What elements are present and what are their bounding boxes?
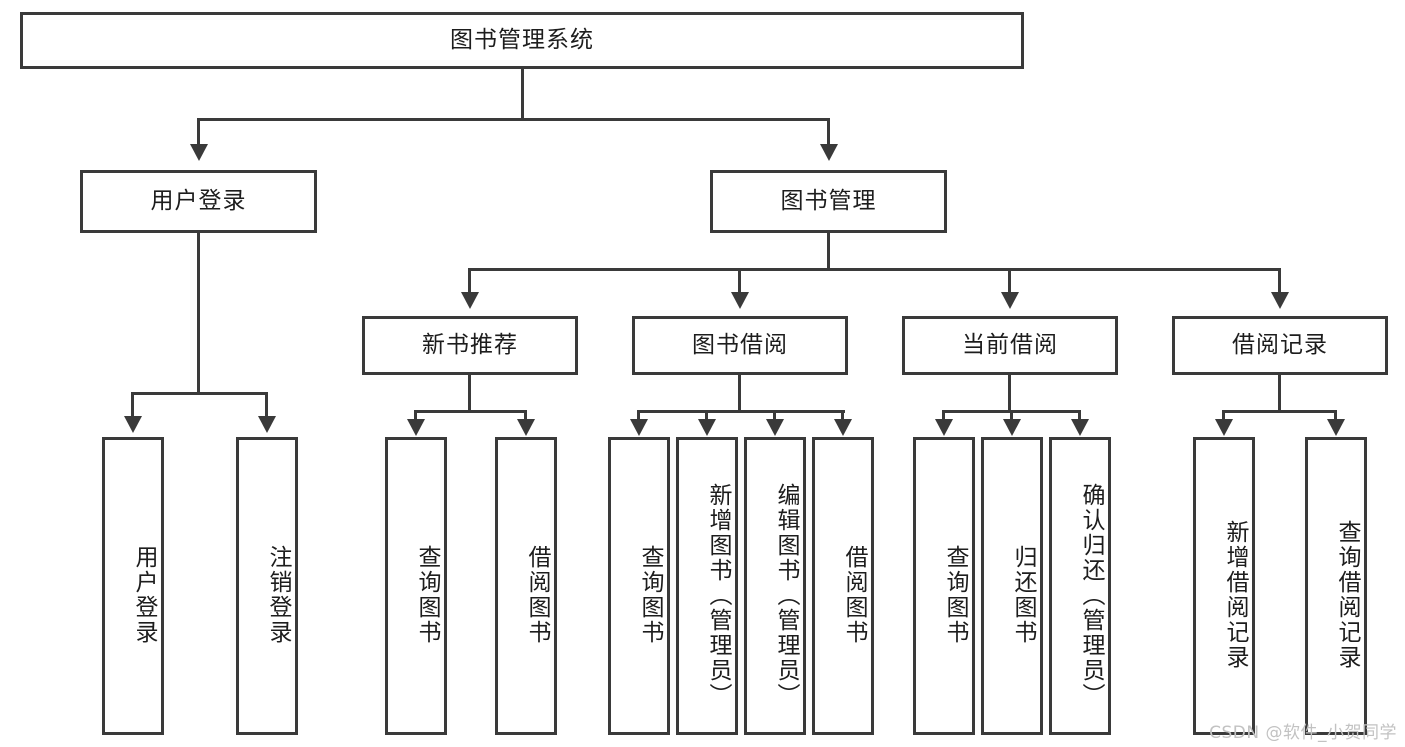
node-new-book-recommend[interactable]: 新书推荐 — [362, 316, 578, 375]
node-label: 图书管理 — [780, 187, 877, 214]
node-label: 借阅图书 — [524, 545, 550, 645]
node-label: 借阅记录 — [1232, 331, 1328, 358]
edge-user-login-to-leaf-1 — [131, 392, 134, 418]
node-label: 用户登录 — [150, 187, 247, 214]
node-label: 归还图书 — [1010, 545, 1036, 645]
arrow-new-book-to-leaf-1 — [407, 419, 425, 436]
node-borrow-records[interactable]: 借阅记录 — [1172, 316, 1388, 375]
arrow-current-borrow-to-leaf-3 — [1071, 419, 1089, 436]
arrow-user-login-to-leaf-2 — [258, 416, 276, 433]
leaf-new-book-borrow-book[interactable]: 借阅图书 — [495, 437, 557, 735]
edge-borrow-records-bus — [1222, 410, 1337, 413]
edge-new-book-to-leaf-1 — [414, 410, 417, 426]
node-label: 查询图书 — [942, 545, 968, 645]
edge-current-borrow-stem — [1008, 375, 1011, 412]
leaf-new-book-query-book[interactable]: 查询图书 — [385, 437, 447, 735]
leaf-user-login-logout[interactable]: 注销登录 — [236, 437, 298, 735]
edge-book-mgmt-to-new-book — [468, 268, 471, 294]
node-label: 新增图书（管理员） — [705, 482, 731, 708]
arrow-book-borrow-to-leaf-4 — [834, 419, 852, 436]
node-label: 查询图书 — [414, 545, 440, 645]
arrow-root-to-book-mgmt — [820, 144, 838, 161]
node-label: 用户登录 — [131, 545, 157, 645]
edge-user-login-to-leaf-2 — [265, 392, 268, 418]
edge-book-mgmt-bus — [468, 268, 1280, 271]
arrow-user-login-to-leaf-1 — [124, 416, 142, 433]
edge-current-borrow-to-leaf-2 — [1010, 410, 1013, 426]
leaf-records-add-record[interactable]: 新增借阅记录 — [1193, 437, 1255, 735]
leaf-borrow-query-book[interactable]: 查询图书 — [608, 437, 670, 735]
node-book-borrow[interactable]: 图书借阅 — [632, 316, 848, 375]
node-label: 查询借阅记录 — [1334, 520, 1360, 670]
edge-borrow-records-to-leaf-2 — [1334, 410, 1337, 426]
edge-root-bus — [197, 118, 830, 121]
edge-current-borrow-to-leaf-3 — [1078, 410, 1081, 426]
arrow-book-borrow-to-leaf-3 — [766, 419, 784, 436]
leaf-current-query-book[interactable]: 查询图书 — [913, 437, 975, 735]
watermark-text: CSDN @软件_小贺同学 — [1209, 723, 1397, 743]
node-label: 新书推荐 — [422, 331, 518, 358]
node-root-system[interactable]: 图书管理系统 — [20, 12, 1024, 69]
edge-book-borrow-to-leaf-2 — [705, 410, 708, 426]
edge-root-to-book-mgmt — [827, 118, 830, 146]
node-label: 注销登录 — [265, 545, 291, 645]
leaf-borrow-borrow-book[interactable]: 借阅图书 — [812, 437, 874, 735]
edge-borrow-records-stem — [1278, 375, 1281, 412]
node-user-login[interactable]: 用户登录 — [80, 170, 317, 233]
node-label: 图书管理系统 — [450, 26, 594, 53]
arrow-new-book-to-leaf-2 — [517, 419, 535, 436]
arrow-book-mgmt-to-records — [1271, 292, 1289, 309]
edge-new-book-bus — [414, 410, 527, 413]
node-label: 编辑图书（管理员） — [773, 482, 799, 708]
arrow-book-borrow-to-leaf-2 — [698, 419, 716, 436]
arrow-book-mgmt-to-borrow — [731, 292, 749, 309]
edge-user-login-stem — [197, 233, 200, 394]
node-label: 确认归还（管理员） — [1078, 482, 1104, 708]
arrow-book-borrow-to-leaf-1 — [630, 419, 648, 436]
node-label: 新增借阅记录 — [1222, 520, 1248, 670]
edge-user-login-bus — [131, 392, 268, 395]
node-book-management[interactable]: 图书管理 — [710, 170, 947, 233]
edge-book-borrow-stem — [738, 375, 741, 412]
leaf-current-return-book[interactable]: 归还图书 — [981, 437, 1043, 735]
arrow-root-to-user-login — [190, 144, 208, 161]
edge-new-book-stem — [468, 375, 471, 412]
edge-book-borrow-to-leaf-3 — [773, 410, 776, 426]
edge-book-mgmt-to-current — [1008, 268, 1011, 294]
leaf-user-login-login[interactable]: 用户登录 — [102, 437, 164, 735]
leaf-current-confirm-return-admin[interactable]: 确认归还（管理员） — [1049, 437, 1111, 735]
leaf-borrow-edit-book-admin[interactable]: 编辑图书（管理员） — [744, 437, 806, 735]
node-label: 借阅图书 — [841, 545, 867, 645]
edge-root-to-user-login — [197, 118, 200, 146]
edge-current-borrow-to-leaf-1 — [942, 410, 945, 426]
arrow-book-mgmt-to-new-book — [461, 292, 479, 309]
edge-new-book-to-leaf-2 — [524, 410, 527, 426]
edge-book-borrow-bus — [637, 410, 845, 413]
arrow-borrow-records-to-leaf-2 — [1327, 419, 1345, 436]
edge-book-borrow-to-leaf-4 — [841, 410, 844, 426]
edge-book-mgmt-to-borrow — [738, 268, 741, 294]
edge-book-mgmt-stem — [827, 233, 830, 270]
edge-book-mgmt-to-records — [1278, 268, 1281, 294]
node-label: 图书借阅 — [692, 331, 788, 358]
node-label: 当前借阅 — [962, 331, 1058, 358]
arrow-book-mgmt-to-current — [1001, 292, 1019, 309]
edge-root-stem — [521, 69, 524, 120]
arrow-current-borrow-to-leaf-2 — [1003, 419, 1021, 436]
arrow-current-borrow-to-leaf-1 — [935, 419, 953, 436]
leaf-records-query-record[interactable]: 查询借阅记录 — [1305, 437, 1367, 735]
edge-borrow-records-to-leaf-1 — [1222, 410, 1225, 426]
node-label: 查询图书 — [637, 545, 663, 645]
edge-book-borrow-to-leaf-1 — [637, 410, 640, 426]
arrow-borrow-records-to-leaf-1 — [1215, 419, 1233, 436]
node-current-borrow[interactable]: 当前借阅 — [902, 316, 1118, 375]
leaf-borrow-add-book-admin[interactable]: 新增图书（管理员） — [676, 437, 738, 735]
